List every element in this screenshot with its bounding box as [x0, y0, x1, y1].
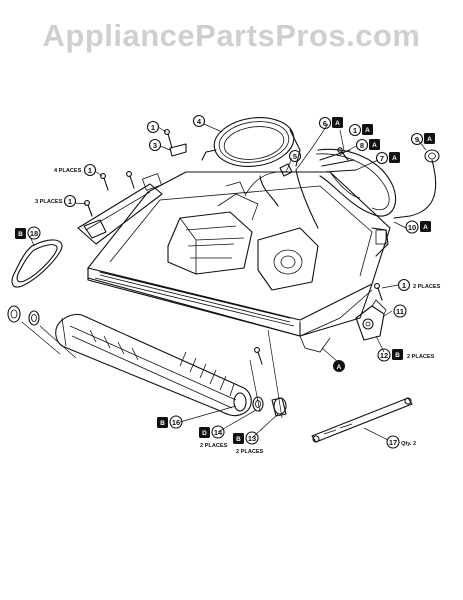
svg-text:13: 13: [248, 434, 256, 443]
svg-text:6: 6: [323, 119, 327, 128]
svg-text:12: 12: [380, 351, 388, 360]
svg-text:2 PLACES: 2 PLACES: [236, 449, 264, 455]
axle-rod: [311, 397, 413, 443]
leader-lines: [21, 123, 427, 441]
svg-text:1: 1: [353, 126, 357, 135]
svg-text:17: 17: [389, 438, 397, 447]
svg-text:11: 11: [396, 307, 404, 316]
svg-text:14: 14: [214, 428, 223, 437]
callout-1d: 3 PLACES 1: [35, 194, 77, 208]
svg-text:A: A: [423, 224, 428, 231]
svg-text:B: B: [160, 420, 165, 427]
svg-text:9: 9: [415, 135, 419, 144]
callout-5: 5: [288, 149, 302, 163]
callout-1e: 1 2 PLACES: [397, 278, 441, 292]
svg-text:8: 8: [360, 141, 364, 150]
callout-12: 12 B 2 PLACES: [377, 348, 435, 362]
screws-and-clips: [84, 129, 383, 365]
svg-text:D: D: [202, 430, 207, 437]
svg-text:A: A: [392, 155, 397, 162]
brush-roll: [55, 313, 252, 417]
svg-text:1: 1: [68, 197, 72, 206]
svg-text:B: B: [236, 436, 241, 443]
brush-end-parts: [7, 305, 287, 417]
svg-text:10: 10: [408, 223, 416, 232]
svg-text:Qty. 2: Qty. 2: [401, 441, 416, 447]
svg-text:B: B: [18, 231, 23, 238]
power-cord: [201, 117, 301, 167]
callout-1a: 1: [146, 120, 160, 134]
callout-16: B 16: [157, 415, 183, 429]
callout-6: 6 A: [318, 116, 343, 130]
callout-14: D 14 2 PLACES: [199, 425, 228, 449]
callout-4: 4: [192, 114, 206, 128]
svg-text:A: A: [372, 142, 377, 149]
svg-text:16: 16: [172, 418, 180, 427]
svg-text:A: A: [337, 364, 342, 371]
svg-text:5: 5: [293, 152, 297, 161]
svg-text:A: A: [335, 120, 340, 127]
callout-10: 10 A: [405, 220, 431, 234]
watermark: AppliancePartsPros.com: [42, 18, 421, 53]
svg-text:1: 1: [402, 281, 406, 290]
callout-8: 8 A: [355, 138, 380, 152]
callout-9: 9 A: [410, 132, 435, 146]
wheel-bracket: [355, 299, 387, 341]
svg-text:B: B: [395, 352, 400, 359]
motor-assembly: [167, 181, 319, 291]
svg-text:18: 18: [30, 229, 38, 238]
callout-17: 17 Qty. 2: [386, 435, 416, 449]
svg-text:4: 4: [197, 117, 202, 126]
callout-11: 11: [393, 304, 407, 318]
wiring-harness: [245, 148, 440, 229]
svg-text:2 PLACES: 2 PLACES: [200, 443, 228, 449]
svg-text:7: 7: [380, 154, 384, 163]
belt-guard-bracket: [77, 173, 163, 245]
callout-7: 7 A: [375, 151, 400, 165]
svg-text:2 PLACES: 2 PLACES: [413, 284, 441, 290]
svg-text:A: A: [427, 136, 432, 143]
svg-text:2 PLACES: 2 PLACES: [407, 354, 435, 360]
svg-text:1: 1: [151, 123, 155, 132]
svg-text:3: 3: [153, 141, 157, 150]
callout-3: 3: [148, 138, 162, 152]
callout-13: B 13 2 PLACES: [233, 431, 264, 455]
callout-1b: 1 A: [348, 123, 373, 137]
svg-text:4 PLACES: 4 PLACES: [54, 168, 82, 174]
base-housing: [87, 171, 391, 353]
callout-1c: 4 PLACES 1: [54, 163, 97, 177]
svg-text:1: 1: [88, 166, 92, 175]
svg-text:A: A: [365, 127, 370, 134]
svg-text:3 PLACES: 3 PLACES: [35, 199, 63, 205]
callout-a: A: [333, 360, 345, 372]
callout-18: B 18: [15, 226, 41, 240]
drive-belt: [11, 239, 63, 288]
